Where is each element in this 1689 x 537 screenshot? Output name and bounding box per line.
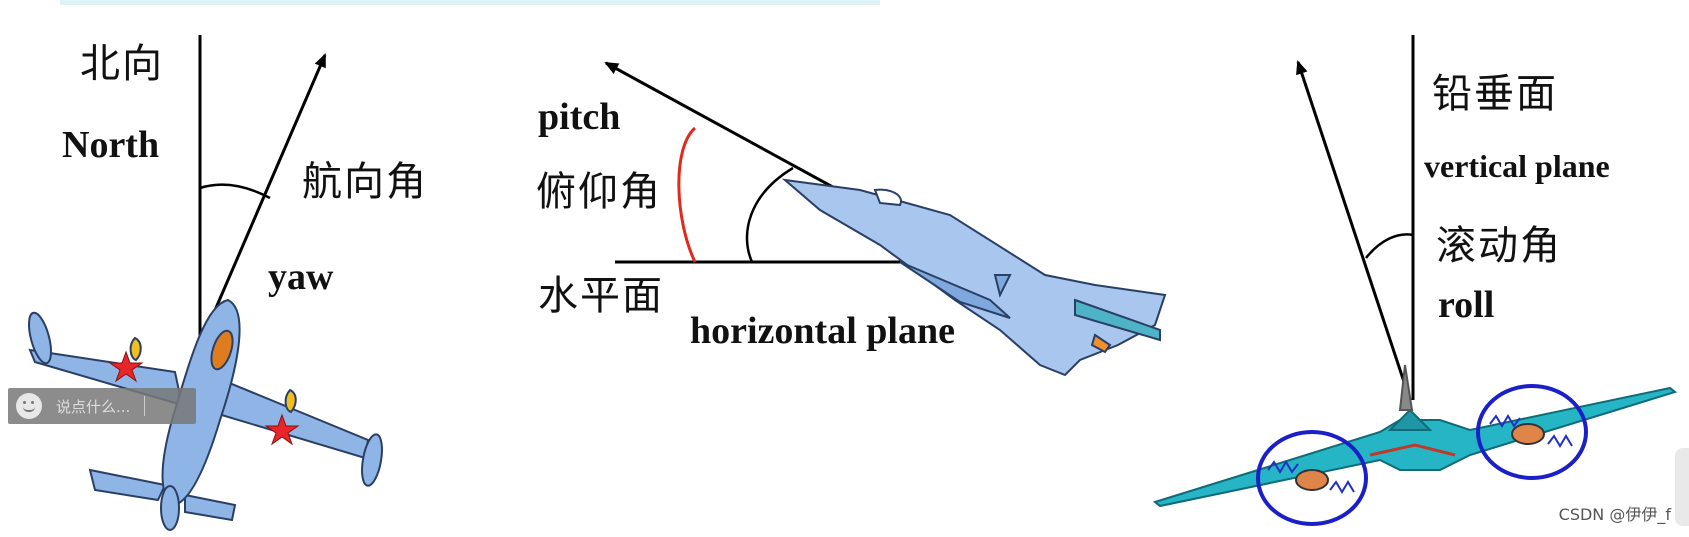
yaw-aircraft	[28, 298, 383, 531]
right-propeller-blur	[1489, 414, 1573, 448]
top-border-strip	[60, 0, 880, 5]
star-icon	[108, 350, 144, 383]
danmaku-placeholder: 说点什么...	[56, 397, 131, 416]
star-icon	[264, 413, 300, 446]
horizontal-plane-label-en: horizontal plane	[690, 310, 955, 352]
roll-angle-label-en: roll	[1438, 284, 1495, 326]
right-propeller-ring	[1476, 384, 1588, 480]
pitch-aircraft	[781, 178, 1167, 377]
side-scroll-handle[interactable]	[1675, 448, 1689, 526]
emoji-icon[interactable]	[16, 393, 42, 419]
right-engine	[1511, 423, 1545, 445]
yaw-panel	[28, 35, 383, 531]
roll-direction-arrow	[1296, 60, 1412, 401]
left-propeller-ring	[1256, 430, 1368, 526]
north-label-en: North	[62, 124, 160, 166]
pitch-panel	[604, 61, 1167, 377]
pitch-angle-label-cn: 俯仰角	[536, 169, 662, 215]
vertical-plane-label-en: vertical plane	[1424, 148, 1610, 184]
pitch-angle-label-en: pitch	[538, 96, 621, 138]
yaw-angle-arc	[199, 183, 271, 200]
pitch-angle-arc	[677, 126, 697, 263]
divider	[144, 396, 146, 416]
pitch-angle-small-arc	[745, 166, 794, 263]
yaw-heading-arrow	[198, 53, 327, 346]
roll-aircraft	[1152, 364, 1678, 508]
roll-angle-arc	[1365, 233, 1414, 259]
left-engine	[1295, 469, 1329, 491]
watermark: CSDN @伊伊_f	[1558, 505, 1671, 524]
yaw-angle-label-cn: 航向角	[302, 159, 428, 205]
left-propeller-blur	[1267, 460, 1355, 494]
roll-panel	[1152, 35, 1678, 526]
horizontal-plane-label-cn: 水平面	[538, 273, 664, 319]
north-label-cn: 北向	[80, 41, 164, 87]
danmaku-input[interactable]: 说点什么...	[8, 388, 196, 424]
vertical-plane-label-cn: 铅垂面	[1432, 71, 1558, 117]
yaw-angle-label-en: yaw	[268, 256, 334, 298]
roll-angle-label-cn: 滚动角	[1436, 223, 1562, 269]
